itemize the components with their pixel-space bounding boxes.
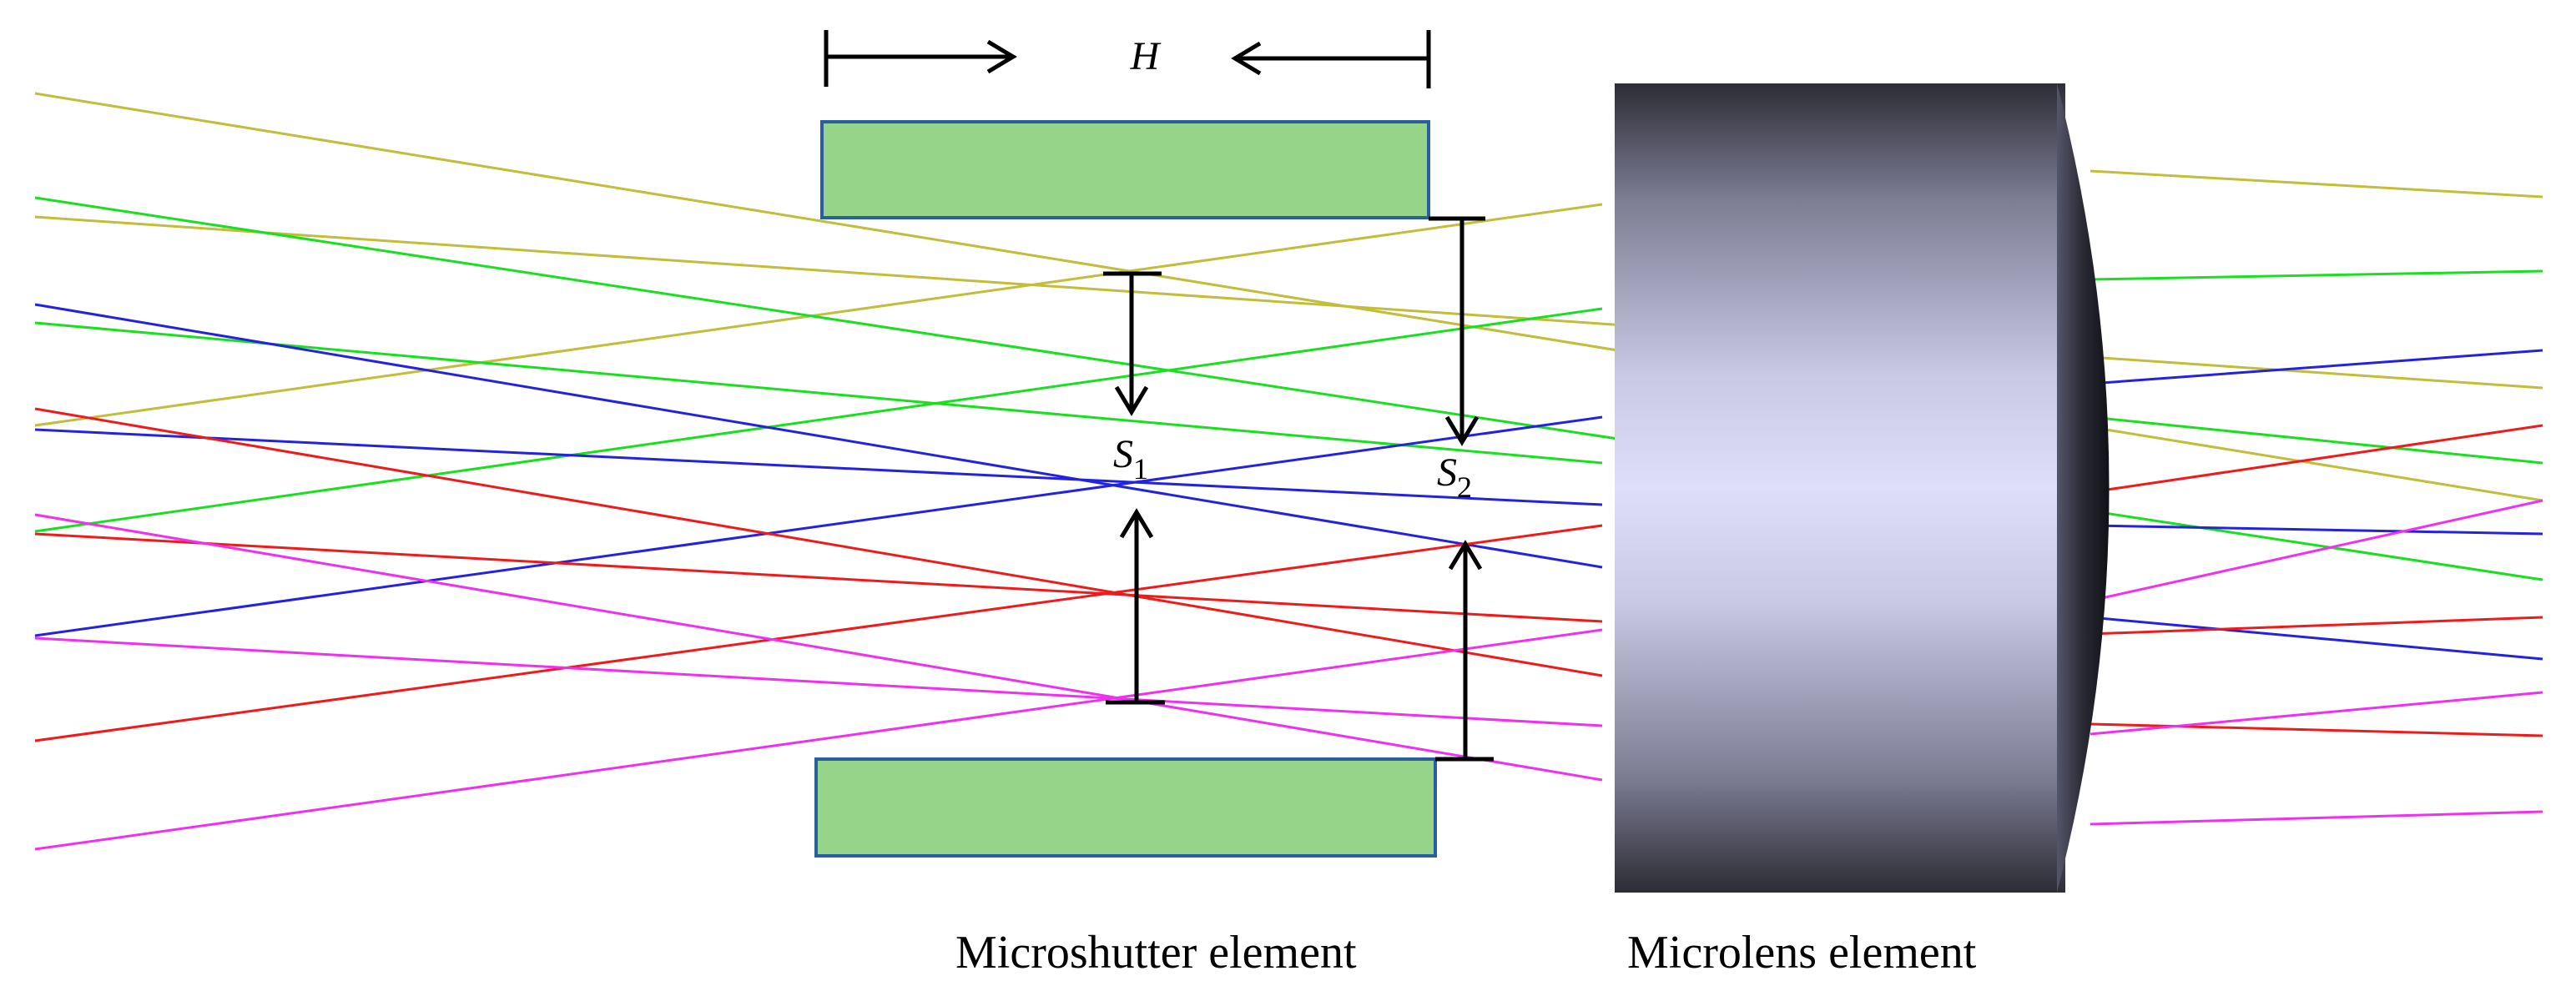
width-dimension — [824, 30, 1431, 88]
ray-yellow — [34, 203, 1603, 427]
width-symbol: H — [1130, 34, 1162, 78]
ray-blue — [34, 303, 1603, 569]
ray-red — [34, 524, 1603, 742]
inward-arrows-icon — [826, 39, 1429, 76]
ray-green — [2090, 269, 2543, 281]
ray-blue — [2090, 616, 2543, 661]
ray-green — [34, 307, 1603, 533]
gap-s1-dimension — [1103, 271, 1165, 705]
ray-red — [34, 532, 1603, 623]
microlens-body — [1615, 83, 2065, 893]
ray-red — [34, 407, 1603, 677]
ray-magenta — [2090, 499, 2543, 602]
gap-s1-label: S1 — [1113, 432, 1148, 485]
light-rays — [34, 92, 2543, 851]
ray-red — [2090, 722, 2543, 737]
ray-magenta — [2090, 691, 2543, 736]
ray-magenta — [2090, 810, 2543, 826]
ray-blue — [34, 428, 1603, 506]
double-headed-arrow-icon — [1114, 274, 1154, 702]
microlens-curved-face — [2057, 83, 2110, 893]
ray-blue — [34, 415, 1603, 637]
microshutter — [814, 120, 1437, 858]
ray-red — [2090, 616, 2543, 636]
ray-magenta — [34, 628, 1603, 851]
microlens — [1615, 83, 2110, 893]
shutter-bottom-plate — [814, 757, 1437, 858]
double-headed-arrow-icon — [1444, 219, 1483, 759]
shutter-top-plate — [820, 120, 1430, 219]
microlens-caption: Microlens element — [1627, 927, 1977, 978]
ray-green — [34, 196, 2543, 581]
ray-blue — [2090, 524, 2543, 536]
gap-s2-dimension — [1429, 216, 1494, 762]
microshutter-caption: Microshutter element — [955, 927, 1357, 978]
ray-magenta — [34, 636, 1603, 727]
ray-yellow — [34, 215, 2543, 390]
ray-green — [2090, 415, 2543, 465]
ray-yellow — [34, 92, 2543, 502]
ray-red — [2090, 424, 2543, 494]
ray-green — [34, 321, 1603, 465]
ray-blue — [2090, 349, 2543, 385]
gap-s2-label: S2 — [1437, 450, 1472, 504]
ray-yellow — [2090, 169, 2543, 199]
ray-magenta — [34, 513, 1603, 782]
